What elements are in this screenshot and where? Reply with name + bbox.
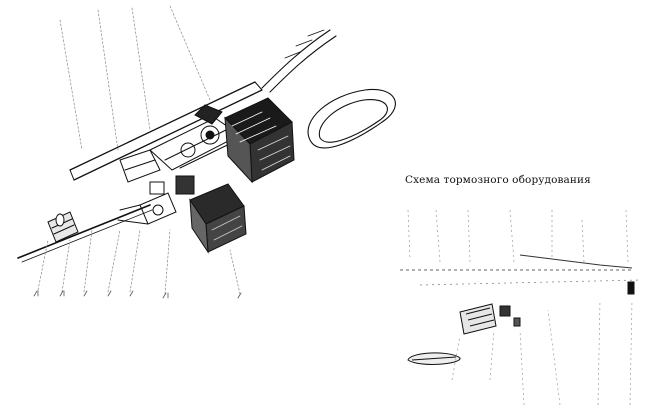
compressor-box	[189, 183, 247, 254]
main-brake-assembly	[17, 5, 396, 299]
hose-top	[261, 29, 337, 93]
part-number-marks	[33, 290, 242, 299]
figure-caption: Схема тормозного оборудования	[405, 174, 591, 186]
pump-block	[224, 97, 295, 184]
left-cylinder	[47, 211, 79, 243]
small-fittings	[117, 175, 195, 225]
leader-lines-left	[37, 5, 241, 295]
leader-lines-schematic	[407, 209, 633, 406]
hose-loop	[307, 88, 396, 149]
end-valve	[627, 281, 635, 295]
schematic-reservoir	[407, 352, 461, 365]
schematic-cylinder	[459, 303, 521, 335]
brake-schematic	[400, 209, 641, 406]
